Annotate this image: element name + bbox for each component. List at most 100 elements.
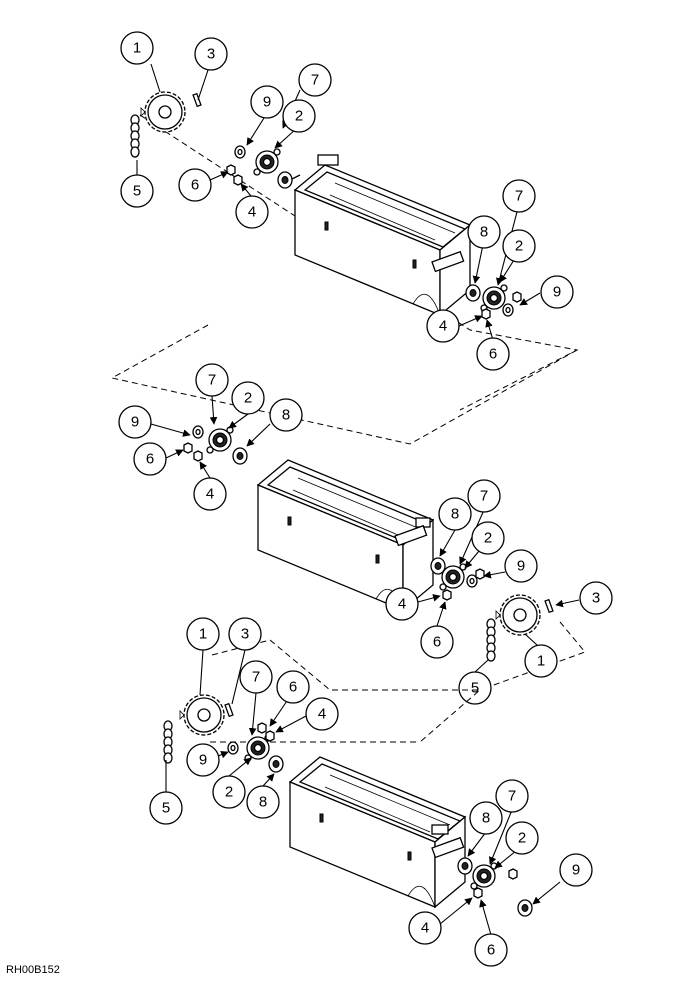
chain-icon [130,114,140,158]
washer-icon [192,425,204,439]
callout-part-5: 5 [120,174,154,208]
svg-text:5: 5 [133,183,141,200]
callout-part-9: 9 [250,85,284,119]
nut-icon [193,450,203,462]
svg-text:6: 6 [489,346,497,363]
svg-text:7: 7 [311,72,319,89]
svg-text:6: 6 [146,451,154,468]
callout-part-9: 9 [540,275,574,309]
svg-text:8: 8 [282,407,290,424]
svg-text:7: 7 [480,488,488,505]
svg-text:2: 2 [518,830,526,847]
svg-text:1: 1 [199,626,207,643]
key-icon [224,703,234,717]
svg-text:6: 6 [433,634,441,651]
callout-part-6: 6 [276,670,310,704]
svg-text:6: 6 [487,942,495,959]
callout-part-2: 2 [505,821,539,855]
flange-bearing-icon [470,862,498,890]
svg-text:1: 1 [133,40,141,57]
callout-part-3: 3 [194,37,228,71]
callout-part-3: 3 [579,581,613,615]
callout-part-9: 9 [504,549,538,583]
callout-part-6: 6 [133,442,167,476]
callout-part-4: 4 [426,309,460,343]
figure-id-label: RH00B152 [6,964,60,976]
callout-part-7: 7 [467,479,501,513]
callout-part-8: 8 [438,497,472,531]
svg-text:2: 2 [484,530,492,547]
collar-icon [517,899,533,917]
callout-part-8: 8 [469,801,503,835]
svg-text:8: 8 [482,810,490,827]
flange-bearing-icon [253,148,281,176]
nut-icon [265,730,275,742]
callout-part-6: 6 [420,625,454,659]
flange-bearing-icon [206,426,234,454]
collar-icon [232,447,248,465]
nut-icon [442,589,452,601]
svg-text:8: 8 [451,506,459,523]
nut-icon [226,164,236,176]
svg-text:4: 4 [206,486,214,503]
callout-part-7: 7 [195,363,229,397]
callout-part-2: 2 [212,775,246,809]
callout-part-6: 6 [178,168,212,202]
callout-part-2: 2 [502,229,536,263]
assembly-middle: 7 2 8 9 6 4 8 7 2 9 4 6 3 1 5 [110,324,613,705]
callout-part-8: 8 [246,785,280,819]
svg-text:4: 4 [248,204,256,221]
svg-text:4: 4 [398,596,406,613]
svg-text:9: 9 [553,284,561,301]
svg-text:3: 3 [207,46,215,63]
nut-icon [512,291,522,303]
callout-part-8: 8 [269,398,303,432]
svg-text:5: 5 [162,800,170,817]
svg-text:4: 4 [318,706,326,723]
washer-icon [227,741,239,755]
svg-text:9: 9 [131,414,139,431]
svg-text:7: 7 [252,669,260,686]
callout-part-5: 5 [149,791,183,825]
nut-icon [257,722,267,734]
svg-text:3: 3 [592,590,600,607]
svg-text:6: 6 [191,177,199,194]
nut-icon [183,442,193,454]
sprocket-icon [140,91,186,133]
svg-text:7: 7 [515,188,523,205]
callout-part-7: 7 [502,179,536,213]
svg-text:5: 5 [471,680,479,697]
svg-text:6: 6 [289,679,297,696]
callout-part-2: 2 [471,521,505,555]
trough-frame [294,164,471,316]
nut-icon [473,887,483,899]
nut-icon [508,868,518,880]
callout-part-8: 8 [467,215,501,249]
callout-part-7: 7 [239,660,273,694]
svg-text:3: 3 [241,626,249,643]
callout-part-4: 4 [305,697,339,731]
callout-part-4: 4 [408,911,442,945]
collar-icon [268,755,284,773]
callout-part-1: 1 [524,644,558,678]
washer-icon [502,303,514,317]
callout-part-9: 9 [186,743,220,777]
svg-text:9: 9 [263,94,271,111]
svg-text:9: 9 [517,558,525,575]
callout-part-7: 7 [298,63,332,97]
callout-part-6: 6 [474,933,508,967]
assembly-top: 1 3 5 9 7 2 6 4 8 7 2 9 4 6 [120,31,579,411]
collar-icon [277,171,293,189]
nut-icon [233,174,243,186]
callout-part-1: 1 [120,31,154,65]
callout-part-3: 3 [228,617,262,651]
chain-icon [163,720,173,764]
assembly-bottom: 1 3 5 7 6 4 9 2 8 8 7 2 9 4 6 [149,617,593,967]
svg-text:8: 8 [259,794,267,811]
callout-part-7: 7 [495,779,529,813]
callout-part-1: 1 [186,617,220,651]
svg-text:1: 1 [537,653,545,670]
svg-text:4: 4 [439,318,447,335]
chain-icon [486,618,496,662]
svg-text:7: 7 [208,372,216,389]
